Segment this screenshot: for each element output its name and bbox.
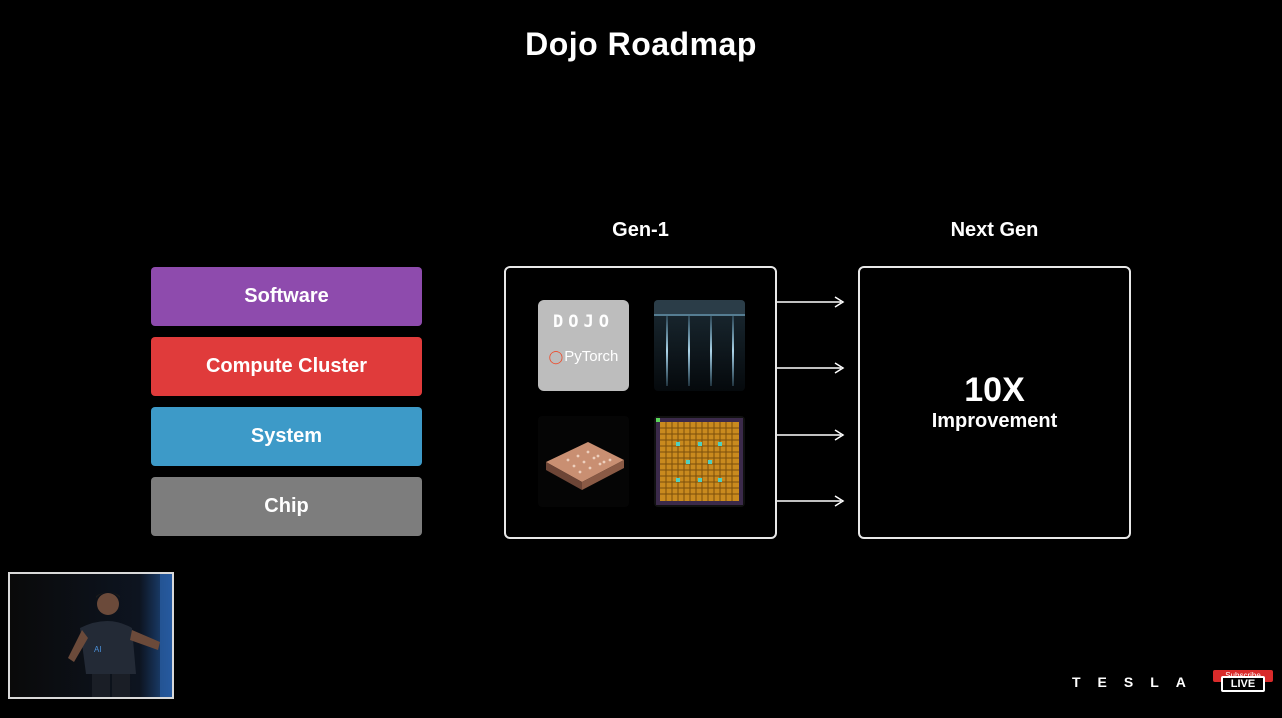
compute-cluster-image <box>654 300 745 391</box>
pytorch-label: PyTorch <box>564 348 619 365</box>
gen1-heading: Gen-1 <box>612 219 669 241</box>
arrow-right-icon <box>777 429 845 441</box>
cluster-racks-icon <box>654 300 745 386</box>
tesla-wordmark: TESLA <box>1072 674 1203 690</box>
system-tray-image <box>538 416 629 507</box>
presenter-figure: AI <box>10 574 172 697</box>
next-gen-heading: Next Gen <box>950 219 1039 241</box>
gen1-box: DOJO ◯PyTorch <box>504 266 777 539</box>
pytorch-logo: ◯PyTorch <box>538 348 629 365</box>
layer-compute-cluster: Compute Cluster <box>151 337 422 396</box>
svg-text:AI: AI <box>94 645 102 654</box>
layer-label: Chip <box>264 495 309 517</box>
layer-label: System <box>250 425 323 447</box>
layer-software: Software <box>151 267 422 326</box>
live-indicator: LIVE <box>1221 676 1265 692</box>
next-gen-box: 10X Improvement <box>858 266 1131 539</box>
live-badge: Subscribe LIVE <box>1213 670 1273 693</box>
improvement-label: Improvement <box>931 410 1058 432</box>
improvement-multiplier: 10X <box>964 371 1025 409</box>
arrow-right-icon <box>777 362 845 374</box>
chip-die-image <box>654 416 745 507</box>
slide-title: Dojo Roadmap <box>525 26 757 62</box>
layer-label: Software <box>244 285 329 307</box>
dojo-logo: DOJO <box>553 312 614 332</box>
arrow-right-icon <box>777 296 845 308</box>
layer-stack: Software Compute Cluster System Chip <box>151 267 422 547</box>
layer-label: Compute Cluster <box>205 355 368 377</box>
software-tile: DOJO ◯PyTorch <box>538 300 629 391</box>
arrow-right-icon <box>777 495 845 507</box>
pytorch-flame-icon: ◯ <box>548 349 564 364</box>
training-tile-icon <box>546 442 624 490</box>
presenter-video[interactable]: AI <box>8 572 174 699</box>
chip-die-icon <box>656 418 743 505</box>
layer-chip: Chip <box>151 477 422 536</box>
layer-system: System <box>151 407 422 466</box>
